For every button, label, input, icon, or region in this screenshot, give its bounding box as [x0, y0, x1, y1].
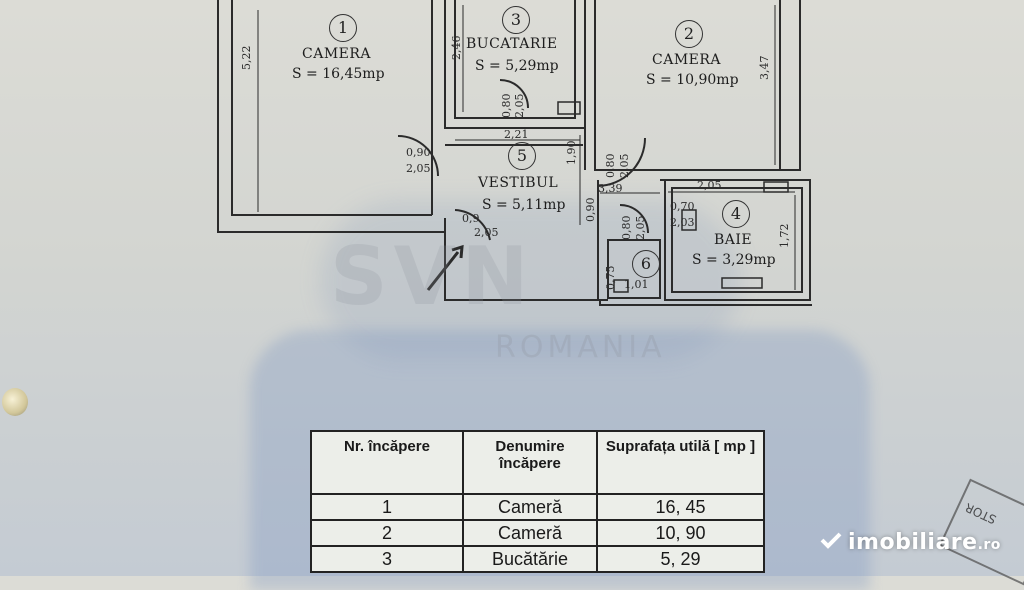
cell-name: Bucătărie [462, 545, 598, 573]
brand-tld: .ro [977, 537, 1001, 553]
wall-bath [660, 179, 811, 301]
header-room-number: Nr. încăpere [310, 430, 464, 495]
punch-hole [2, 388, 28, 416]
dim-entry-2-05: 2,05 [474, 226, 499, 239]
wall-room1-inner [231, 0, 432, 216]
dim-1-90: 1,90 [565, 140, 578, 166]
dim-entry-0-9: 0,9 [462, 212, 480, 225]
dim-kitchen-door-0-80: 0,80 [500, 93, 513, 119]
dim-wc-door-2-05: 2,05 [634, 215, 647, 241]
watermark-logo: SVN [330, 230, 535, 323]
cell-name: Cameră [462, 519, 598, 547]
brand-logo-icon [820, 532, 842, 549]
room-area-2: S = 10,90mp [646, 72, 739, 88]
dim-kitchen-door-2-05: 2,05 [513, 93, 526, 119]
dim-room2-door-0-80: 0,80 [604, 153, 617, 179]
dim-1-72: 1,72 [778, 223, 791, 249]
shadow-overlay [320, 200, 740, 360]
dim-2-46: 2,46 [450, 35, 463, 61]
room-name-5: VESTIBUL [478, 175, 559, 191]
watermark-text: ROMANIA [495, 330, 666, 365]
dim-door-0-90: 0,90 [406, 146, 431, 159]
cell-area: 16, 45 [596, 493, 765, 521]
dim-2-21: 2,21 [504, 128, 529, 141]
room-area-5-prefix: S = [482, 197, 508, 213]
dim-1-01: 1,01 [624, 278, 649, 291]
room-name-1: CAMERA [302, 46, 372, 62]
room-area-table: Nr. încăpere Denumire încăpere Suprafața… [310, 430, 765, 573]
room-name-3: BUCATARIE [466, 36, 558, 52]
cell-number: 2 [310, 519, 464, 547]
room-number-3: 3 [502, 6, 530, 34]
dim-wc-door-0-80: 0,80 [620, 215, 633, 241]
room-name-4: BAIE [714, 232, 753, 248]
brand-name: imobiliare [848, 530, 978, 555]
room-area-1: S = 16,45mp [292, 66, 385, 82]
dim-door-2-05: 2,05 [406, 162, 431, 175]
table-row: 3 Bucătărie 5, 29 [310, 545, 765, 573]
room-number-6: 6 [632, 250, 660, 278]
dim-3-39: 3,39 [598, 182, 623, 195]
room-number-1: 1 [329, 14, 357, 42]
dim-3-47: 3,47 [758, 55, 771, 81]
cell-name: Cameră [462, 493, 598, 521]
cell-number: 3 [310, 545, 464, 573]
room-name-2: CAMERA [652, 52, 722, 68]
brand-watermark: imobiliare.ro [820, 530, 1001, 555]
cell-area: 5, 29 [596, 545, 765, 573]
dim-5-22: 5,22 [240, 45, 253, 71]
cell-number: 1 [310, 493, 464, 521]
stamp-text: STOR [962, 500, 999, 527]
room-area-3: S = 5,29mp [475, 58, 559, 74]
room-number-4: 4 [722, 200, 750, 228]
table-row: 1 Cameră 16, 45 [310, 493, 765, 521]
cell-area: 10, 90 [596, 519, 765, 547]
dim-0-75: 0,75 [604, 265, 617, 291]
floor-plan-drawing [217, 0, 812, 306]
room-area-4: S = 3,29mp [692, 252, 776, 268]
dim-bath-door-0-70: 0,70 [670, 200, 695, 213]
room-number-5: 5 [508, 142, 536, 170]
room-area-5: 5,11mp [512, 197, 566, 213]
table-row: 2 Cameră 10, 90 [310, 519, 765, 547]
header-usable-area: Suprafața utilă [ mp ] [596, 430, 765, 495]
header-room-name: Denumire încăpere [462, 430, 598, 495]
dim-0-90: 0,90 [584, 197, 597, 223]
dim-room2-door-2-05: 2,05 [618, 153, 631, 179]
room-number-2: 2 [675, 20, 703, 48]
wall-wc [607, 239, 661, 299]
dim-bath-2-05: 2,05 [697, 179, 722, 192]
table-header-row: Nr. încăpere Denumire încăpere Suprafața… [310, 430, 765, 495]
dim-bath-door-2-03: 2,03 [670, 216, 695, 229]
